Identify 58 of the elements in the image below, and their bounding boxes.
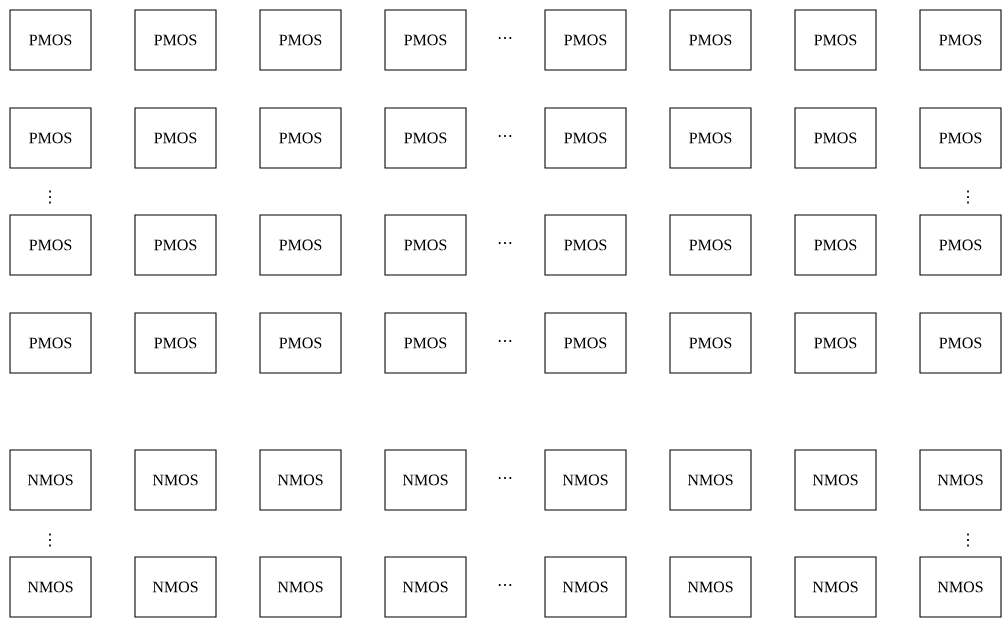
transistor-box: PMOS bbox=[9, 312, 92, 374]
transistor-box: NMOS bbox=[259, 449, 342, 511]
transistor-box: PMOS bbox=[134, 107, 217, 169]
ellipsis: ⋯ bbox=[498, 242, 512, 244]
transistor-box: PMOS bbox=[794, 107, 877, 169]
transistor-box: PMOS bbox=[384, 312, 467, 374]
transistor-box: PMOS bbox=[669, 9, 752, 71]
transistor-box: NMOS bbox=[919, 449, 1002, 511]
transistor-box: NMOS bbox=[9, 556, 92, 618]
transistor-box: NMOS bbox=[794, 449, 877, 511]
transistor-box: NMOS bbox=[794, 556, 877, 618]
transistor-box: PMOS bbox=[544, 312, 627, 374]
transistor-box: PMOS bbox=[669, 214, 752, 276]
ellipsis: ⋯ bbox=[498, 37, 512, 39]
transistor-box: PMOS bbox=[134, 312, 217, 374]
ellipsis: ⋮ bbox=[49, 533, 51, 547]
ellipsis: ⋮ bbox=[967, 190, 969, 204]
transistor-box: NMOS bbox=[134, 449, 217, 511]
transistor-box: NMOS bbox=[134, 556, 217, 618]
transistor-box: PMOS bbox=[384, 214, 467, 276]
transistor-box: NMOS bbox=[544, 449, 627, 511]
transistor-box: PMOS bbox=[544, 9, 627, 71]
transistor-box: PMOS bbox=[669, 312, 752, 374]
transistor-box: PMOS bbox=[259, 214, 342, 276]
transistor-box: NMOS bbox=[384, 449, 467, 511]
transistor-box: PMOS bbox=[384, 107, 467, 169]
transistor-box: PMOS bbox=[794, 214, 877, 276]
transistor-box: PMOS bbox=[544, 107, 627, 169]
ellipsis: ⋮ bbox=[49, 190, 51, 204]
transistor-box: NMOS bbox=[384, 556, 467, 618]
transistor-box: PMOS bbox=[919, 312, 1002, 374]
ellipsis: ⋮ bbox=[967, 533, 969, 547]
transistor-box: PMOS bbox=[259, 107, 342, 169]
transistor-box: NMOS bbox=[919, 556, 1002, 618]
ellipsis: ⋯ bbox=[498, 477, 512, 479]
transistor-box: PMOS bbox=[919, 9, 1002, 71]
transistor-box: PMOS bbox=[134, 9, 217, 71]
transistor-box: NMOS bbox=[669, 449, 752, 511]
transistor-box: PMOS bbox=[544, 214, 627, 276]
transistor-box: NMOS bbox=[669, 556, 752, 618]
ellipsis: ⋯ bbox=[498, 340, 512, 342]
transistor-box: PMOS bbox=[259, 9, 342, 71]
transistor-box: NMOS bbox=[544, 556, 627, 618]
transistor-box: PMOS bbox=[794, 312, 877, 374]
transistor-box: PMOS bbox=[919, 107, 1002, 169]
transistor-box: PMOS bbox=[669, 107, 752, 169]
transistor-box: PMOS bbox=[134, 214, 217, 276]
transistor-box: NMOS bbox=[259, 556, 342, 618]
transistor-box: PMOS bbox=[384, 9, 467, 71]
ellipsis: ⋯ bbox=[498, 135, 512, 137]
transistor-box: PMOS bbox=[9, 9, 92, 71]
transistor-box: NMOS bbox=[9, 449, 92, 511]
ellipsis: ⋯ bbox=[498, 584, 512, 586]
transistor-box: PMOS bbox=[9, 107, 92, 169]
transistor-box: PMOS bbox=[919, 214, 1002, 276]
transistor-box: PMOS bbox=[794, 9, 877, 71]
transistor-box: PMOS bbox=[9, 214, 92, 276]
transistor-box: PMOS bbox=[259, 312, 342, 374]
